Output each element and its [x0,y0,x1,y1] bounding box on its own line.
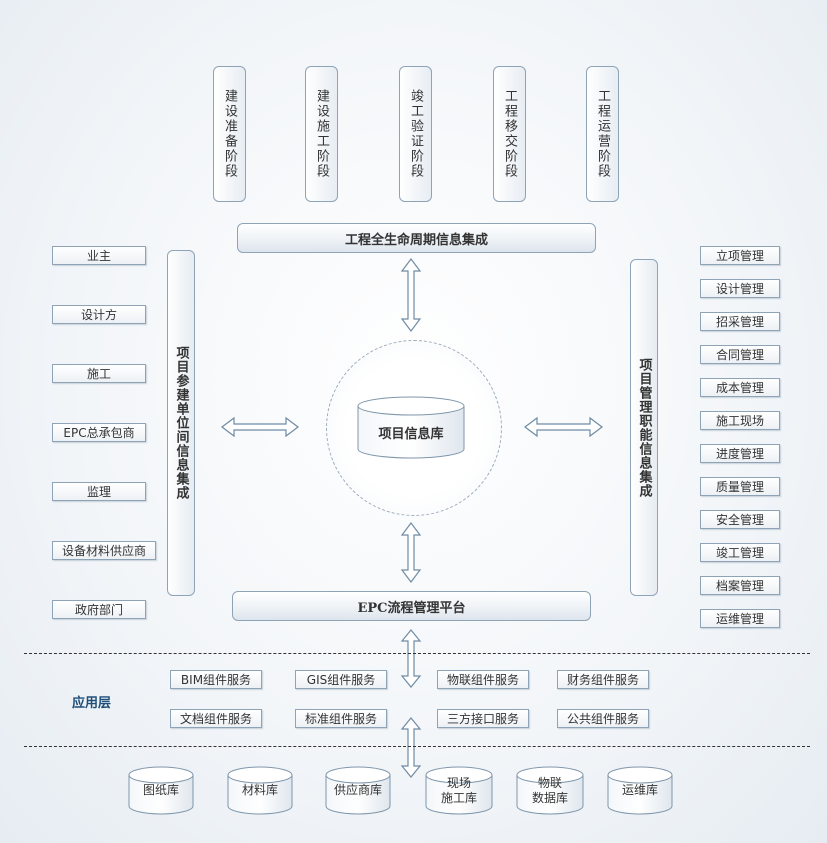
database-materials-label: 材料库 [241,783,278,797]
service-label: 财务组件服务 [566,673,639,687]
double-arrow-icon [400,717,422,778]
service-standard: 标准组件服务 [295,709,387,728]
function-operation: 运维管理 [700,609,780,628]
participant-epc-contractor: EPC总承包商 [52,423,146,442]
project-database-circle [326,340,502,516]
database-cylinder-icon [227,766,293,815]
service-label: BIM组件服务 [180,673,252,687]
participant-construction: 施工 [52,364,146,383]
function-label: 施工现场 [715,414,764,428]
double-arrow-icon [400,258,422,332]
participant-designer: 设计方 [52,305,146,324]
service-finance: 财务组件服务 [557,670,649,689]
function-integration-column: 项目管理职能信息集成 [630,259,658,596]
function-label: 竣工管理 [715,546,764,560]
database-cylinder-icon [325,766,391,815]
service-third-party: 三方接口服务 [437,709,529,728]
phase-label: 竣工验证阶段 [408,89,423,179]
participant-label: 施工 [86,367,111,381]
participant-integration-label: 项目参建单位间信息集成 [173,346,189,500]
service-label: 物联组件服务 [446,673,519,687]
participant-supervisor: 监理 [52,482,146,501]
service-label: GIS组件服务 [306,673,376,687]
database-cylinder-icon [425,766,493,815]
phase-label: 工程移交阶段 [502,89,517,179]
participant-label: EPC总承包商 [63,426,135,440]
phase-box-construction: 建设施工阶段 [305,66,338,202]
function-integration-label: 项目管理职能信息集成 [636,357,652,498]
function-label: 进度管理 [715,447,764,461]
project-database-label: 项目信息库 [378,427,444,442]
service-label: 标准组件服务 [304,712,377,726]
lifecycle-integration-label: 工程全生命周期信息集成 [344,232,488,248]
service-label: 文档组件服务 [179,712,252,726]
phase-label: 工程运营阶段 [595,89,610,179]
service-bim: BIM组件服务 [170,670,262,689]
project-database-cylinder-icon [357,396,465,459]
participant-integration-column: 项目参建单位间信息集成 [167,250,195,596]
function-label: 设计管理 [715,282,764,296]
function-quality: 质量管理 [700,477,780,496]
double-arrow-icon [221,416,299,438]
function-schedule: 进度管理 [700,444,780,463]
function-label: 安全管理 [715,513,764,527]
function-contract: 合同管理 [700,345,780,364]
lifecycle-integration-bar: 工程全生命周期信息集成 [237,223,596,253]
phase-box-acceptance: 竣工验证阶段 [399,66,432,202]
service-common: 公共组件服务 [557,709,649,728]
function-label: 质量管理 [715,480,764,494]
phase-label: 建设施工阶段 [314,89,329,179]
service-gis: GIS组件服务 [295,670,387,689]
participant-owner: 业主 [52,246,146,265]
function-label: 立项管理 [715,249,764,263]
phase-box-preparation: 建设准备阶段 [213,66,246,202]
epc-platform-bar: EPC流程管理平台 [232,591,591,621]
function-design: 设计管理 [700,279,780,298]
service-document: 文档组件服务 [170,709,262,728]
function-label: 档案管理 [715,579,764,593]
function-label: 成本管理 [715,381,764,395]
function-procurement: 招采管理 [700,312,780,331]
service-label: 公共组件服务 [566,712,639,726]
database-operation-label: 运维库 [621,783,658,797]
service-iot: 物联组件服务 [437,670,529,689]
database-cylinder-icon [128,766,194,815]
function-completion: 竣工管理 [700,543,780,562]
phase-label: 建设准备阶段 [222,89,237,179]
function-initiation: 立项管理 [700,246,780,265]
function-label: 运维管理 [715,612,764,626]
database-site-label: 现场 施工库 [440,776,477,805]
phase-box-operation: 工程运营阶段 [586,66,619,202]
function-safety: 安全管理 [700,510,780,529]
application-layer-label: 应用层 [72,696,112,711]
participant-label: 设计方 [80,308,117,322]
database-drawings-label: 图纸库 [142,783,179,797]
function-archive: 档案管理 [700,576,780,595]
function-site: 施工现场 [700,411,780,430]
function-label: 合同管理 [715,348,764,362]
participant-supplier: 设备材料供应商 [52,541,156,560]
participant-label: 业主 [86,249,111,263]
database-cylinder-icon [516,766,584,815]
service-label: 三方接口服务 [446,712,519,726]
database-iot-label: 物联 数据库 [531,776,568,805]
participant-government: 政府部门 [52,600,146,619]
database-cylinder-icon [607,766,673,815]
participant-label: 政府部门 [74,603,123,617]
double-arrow-icon [524,416,603,438]
layer-divider-bottom [24,746,810,747]
layer-divider-top [24,653,810,654]
participant-label: 设备材料供应商 [61,544,146,558]
double-arrow-icon [400,522,422,583]
participant-label: 监理 [86,485,111,499]
database-suppliers-label: 供应商库 [333,783,382,797]
phase-box-handover: 工程移交阶段 [493,66,526,202]
double-arrow-icon [400,629,422,688]
function-label: 招采管理 [715,315,764,329]
function-cost: 成本管理 [700,378,780,397]
epc-platform-label: EPC流程管理平台 [357,600,466,616]
